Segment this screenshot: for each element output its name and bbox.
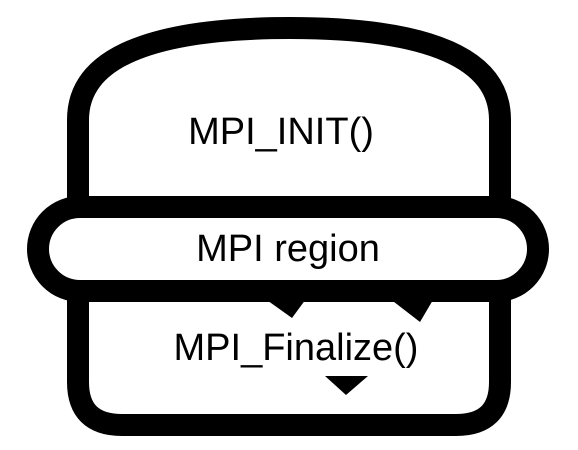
top-bun: MPI_INIT() xyxy=(67,17,511,210)
top-bun-label: MPI_INIT() xyxy=(188,111,374,153)
middle-layer: MPI region xyxy=(27,196,549,302)
bottom-bun: MPI_Finalize() xyxy=(67,288,511,436)
bottom-bun-shape xyxy=(67,298,511,436)
middle-layer-label: MPI region xyxy=(196,228,380,270)
arrow-marker xyxy=(325,376,368,395)
middle-layer-shape xyxy=(27,196,549,302)
bottom-bun-label: MPI_Finalize() xyxy=(174,327,419,369)
top-bun-shape xyxy=(67,17,511,210)
